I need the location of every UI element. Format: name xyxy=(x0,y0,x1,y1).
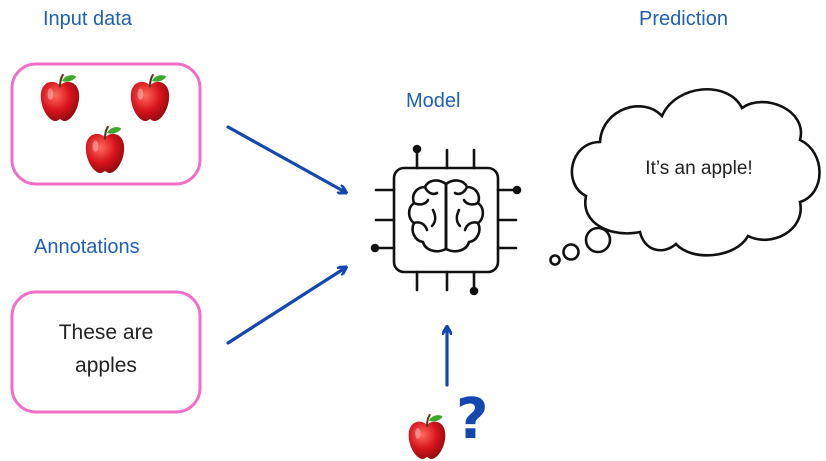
annotations-box-text: These are apples xyxy=(12,316,200,382)
prediction-label: Prediction xyxy=(639,8,728,30)
annotations-box xyxy=(10,290,202,414)
apple-icon xyxy=(39,73,81,123)
model-label: Model xyxy=(406,90,461,112)
apple-icon xyxy=(84,125,126,175)
thought-cloud-icon xyxy=(549,87,821,266)
annotations-line-2: apples xyxy=(75,354,137,377)
prediction-text: It’s an apple! xyxy=(645,158,753,179)
apple-icon xyxy=(129,73,171,123)
annotations-line-1: These are xyxy=(58,321,154,344)
question-mark-icon: ? xyxy=(456,387,489,452)
arrow-icon xyxy=(226,125,345,192)
input-data-box xyxy=(10,62,202,186)
annotations-label: Annotations xyxy=(34,236,140,258)
chip-brain-icon xyxy=(370,144,522,296)
arrow-icon xyxy=(226,268,345,345)
apple-icon xyxy=(407,413,447,461)
input-data-label: Input data xyxy=(43,8,132,30)
